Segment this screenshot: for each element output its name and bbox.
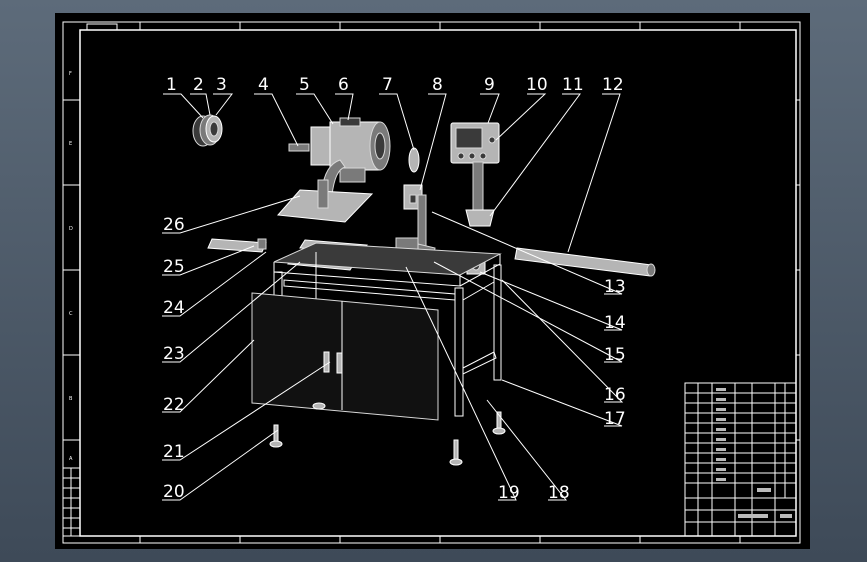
frame-zone-letters: F E D C B A: [69, 71, 73, 462]
label-15: 15: [604, 345, 626, 365]
label-18: 18: [548, 483, 570, 503]
label-10: 10: [526, 75, 548, 95]
part-numbers: 1 2 3 4 5 6 7 8 9 10 11 12 13 14 15 16 1…: [163, 75, 626, 503]
label-3: 3: [216, 75, 227, 95]
title-block: [684, 382, 797, 537]
label-24: 24: [163, 298, 185, 318]
svg-text:D: D: [69, 226, 73, 232]
label-22: 22: [163, 395, 185, 415]
coupling-rings: [192, 114, 223, 147]
svg-text:A: A: [69, 456, 73, 462]
label-14: 14: [604, 313, 626, 333]
cabinet: [251, 292, 439, 421]
svg-text:E: E: [69, 141, 72, 147]
label-23: 23: [163, 344, 185, 364]
label-4: 4: [258, 75, 269, 95]
label-26: 26: [163, 215, 185, 235]
label-17: 17: [604, 409, 626, 429]
svg-text:F: F: [69, 71, 72, 77]
grinding-disc: [408, 147, 420, 173]
motor: [288, 117, 391, 196]
label-8: 8: [432, 75, 443, 95]
revision-block: [62, 467, 81, 537]
svg-text:C: C: [69, 311, 73, 317]
leveling-feet: [269, 402, 506, 466]
label-5: 5: [299, 75, 310, 95]
drawing-sheet[interactable]: F E D C B A: [55, 13, 810, 549]
label-12: 12: [602, 75, 624, 95]
inner-frame: [79, 29, 797, 537]
drawing-number-box: [86, 23, 118, 31]
label-19: 19: [498, 483, 520, 503]
label-2: 2: [193, 75, 204, 95]
frame-ticks: [63, 22, 800, 543]
outer-frame: [62, 21, 801, 544]
svg-text:B: B: [69, 396, 73, 402]
label-11: 11: [562, 75, 584, 95]
label-21: 21: [163, 442, 185, 462]
motor-base-plate: [276, 179, 374, 223]
label-6: 6: [338, 75, 349, 95]
label-16: 16: [604, 385, 626, 405]
label-1: 1: [166, 75, 177, 95]
long-shaft: [514, 247, 656, 277]
label-13: 13: [604, 277, 626, 297]
control-panel: [450, 122, 500, 227]
label-25: 25: [163, 257, 185, 277]
label-20: 20: [163, 482, 185, 502]
leader-lines: [162, 93, 624, 501]
assembly-drawing: F E D C B A: [62, 21, 801, 544]
label-9: 9: [484, 75, 495, 95]
label-7: 7: [382, 75, 393, 95]
